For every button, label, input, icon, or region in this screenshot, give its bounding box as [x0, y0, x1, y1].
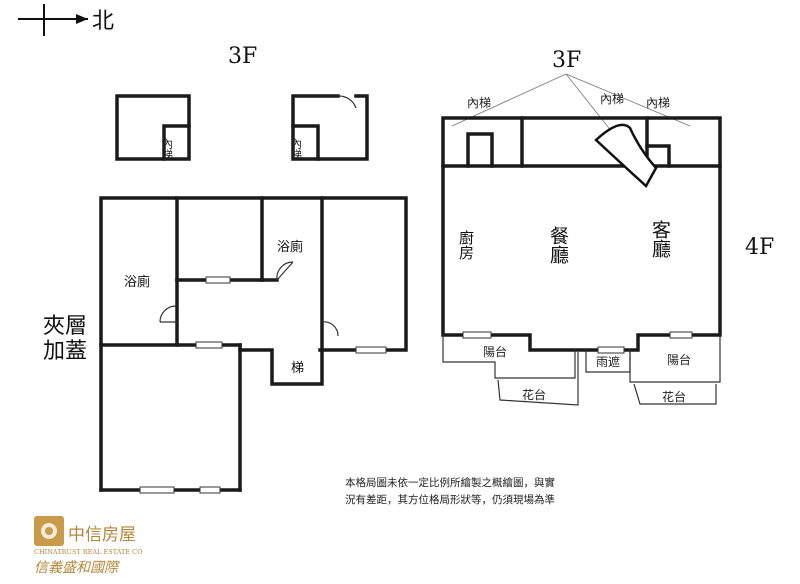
inner-stair-label-5: 內梯 [646, 96, 670, 110]
planter-label-right: 花台 [662, 389, 686, 404]
balcony-label-right: 陽台 [667, 352, 691, 367]
north-label: 北 [92, 9, 114, 34]
disclaimer-line-1: 本格局圖未依一定比例所繪製之概繪圖，與實 [345, 476, 555, 489]
floor-label-right: 3F [552, 48, 581, 73]
balcony-label-left: 陽台 [483, 344, 507, 359]
inner-stair-label-1: 內梯 [161, 138, 174, 161]
inner-stair-label-2: 內梯 [290, 138, 303, 161]
stair-label: 梯 [291, 361, 304, 376]
mezzanine-label-2: 加蓋 [43, 339, 87, 364]
disclaimer-line-2: 況有差距，其方位格局形狀等，仍須現場為準 [345, 493, 555, 506]
main-plan: 內梯 內梯 內梯 廚房 餐廳 客廳 陽台 雨遮 陽台 花台 花台 [441, 73, 722, 406]
logo-slogan: 信義盛和國際 [34, 560, 121, 576]
stair-box-left: 內梯 [115, 94, 191, 161]
brand-logo: 中信房屋 CHINATRUST REAL ESTATE CO 信義盛和國際 [34, 516, 142, 576]
bathroom-label-left: 浴廁 [124, 274, 150, 290]
logo-brand: 中信房屋 [68, 525, 136, 545]
floor-label-left: 3F [228, 44, 257, 69]
living-label: 客廳 [649, 220, 671, 258]
kitchen-label: 廚房 [457, 229, 475, 260]
compass-arrowhead [76, 14, 88, 24]
mezzanine-label-1: 夾層 [43, 314, 87, 339]
bathroom-label-right: 浴廁 [277, 239, 303, 255]
dining-label: 餐廳 [547, 226, 569, 264]
mezzanine-plan: 浴廁 浴廁 梯 [99, 196, 408, 494]
logo-english: CHINATRUST REAL ESTATE CO [34, 548, 142, 556]
planter-label-left: 花台 [522, 387, 546, 402]
floor-label-side: 4F [745, 235, 774, 260]
covered-balcony-label: 雨遮 [596, 354, 620, 369]
inner-stair-label-4: 內梯 [600, 92, 624, 106]
inner-stair-label-3: 內梯 [467, 96, 491, 110]
stair-box-mid: 內梯 [290, 94, 369, 161]
compass: 北 [18, 4, 114, 36]
